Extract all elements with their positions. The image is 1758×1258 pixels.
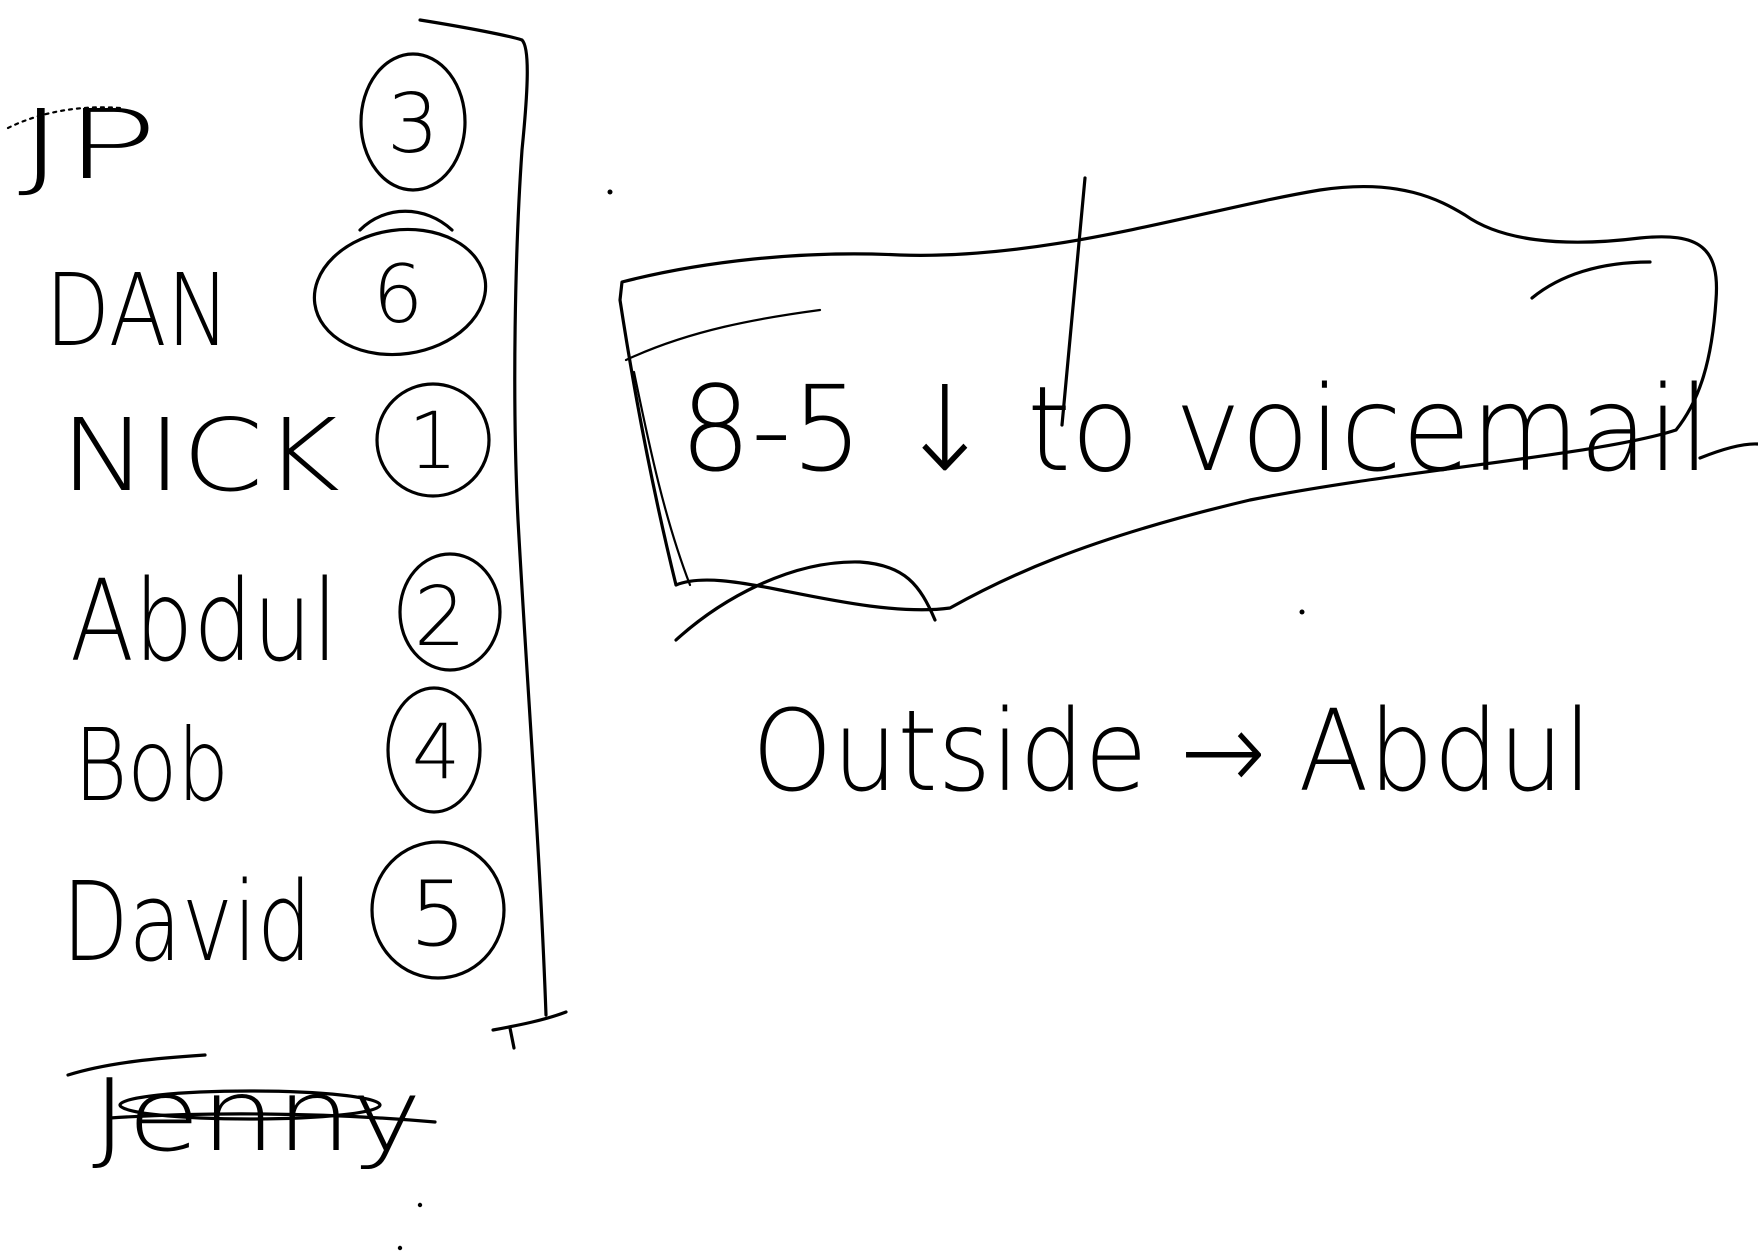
strikethrough-loop xyxy=(118,1089,382,1121)
note-box-outline xyxy=(618,185,1719,612)
number-circle xyxy=(375,382,491,498)
roster-row: NICK 1 xyxy=(60,382,491,514)
roster-name: JP xyxy=(18,89,158,201)
roster-row: JP 3 xyxy=(6,52,467,201)
stray-dot xyxy=(607,189,613,195)
roster-number: 5 xyxy=(409,862,466,967)
roster-name: Abdul xyxy=(70,557,338,687)
number-circle xyxy=(359,52,467,192)
roster-name: NICK xyxy=(60,397,340,514)
number-circle xyxy=(398,552,502,672)
column-bracket xyxy=(418,18,568,1050)
note-line: Outside → Abdul xyxy=(674,560,1592,817)
struck-name: Jenny xyxy=(66,1053,437,1174)
roster-name: DAN xyxy=(45,252,230,369)
roster-number: 3 xyxy=(387,77,439,172)
roster-list: JP 3 DAN 6 NICK 1 Abdul 2 Bob 4 xyxy=(6,18,568,1174)
stray-dot xyxy=(397,1245,403,1251)
roster-row: Bob 4 xyxy=(74,686,482,824)
roster-row: David 5 xyxy=(62,840,506,986)
note-box-extra-stroke xyxy=(1530,260,1758,460)
number-circle xyxy=(312,227,488,357)
connector-curve xyxy=(674,560,937,642)
down-arrow-stroke xyxy=(1060,176,1087,427)
roster-name: Bob xyxy=(74,707,229,824)
roster-number: 2 xyxy=(414,570,466,665)
strikethrough-line xyxy=(108,1112,437,1124)
stray-dot xyxy=(417,1202,423,1208)
number-circle xyxy=(370,840,506,980)
roster-number: 1 xyxy=(408,397,458,487)
roster-row: Abdul 2 xyxy=(70,552,502,687)
strikethrough-line xyxy=(66,1053,207,1077)
note-box: 8-5 ↓ to voicemail xyxy=(618,176,1758,612)
roster-row: DAN 6 xyxy=(45,209,488,369)
note-box-text: 8-5 ↓ to voicemail xyxy=(680,360,1710,498)
roster-number: 4 xyxy=(412,707,460,796)
note-box-inner-stroke xyxy=(624,308,822,587)
roster-number: 6 xyxy=(373,248,424,341)
circle-overlap-arc xyxy=(358,209,454,232)
roster-name: David xyxy=(62,858,312,986)
note-line-text: Outside → Abdul xyxy=(752,687,1592,817)
jp-dotted-crossbar xyxy=(6,106,122,130)
number-circle xyxy=(386,686,482,814)
stray-dot xyxy=(1299,609,1305,615)
